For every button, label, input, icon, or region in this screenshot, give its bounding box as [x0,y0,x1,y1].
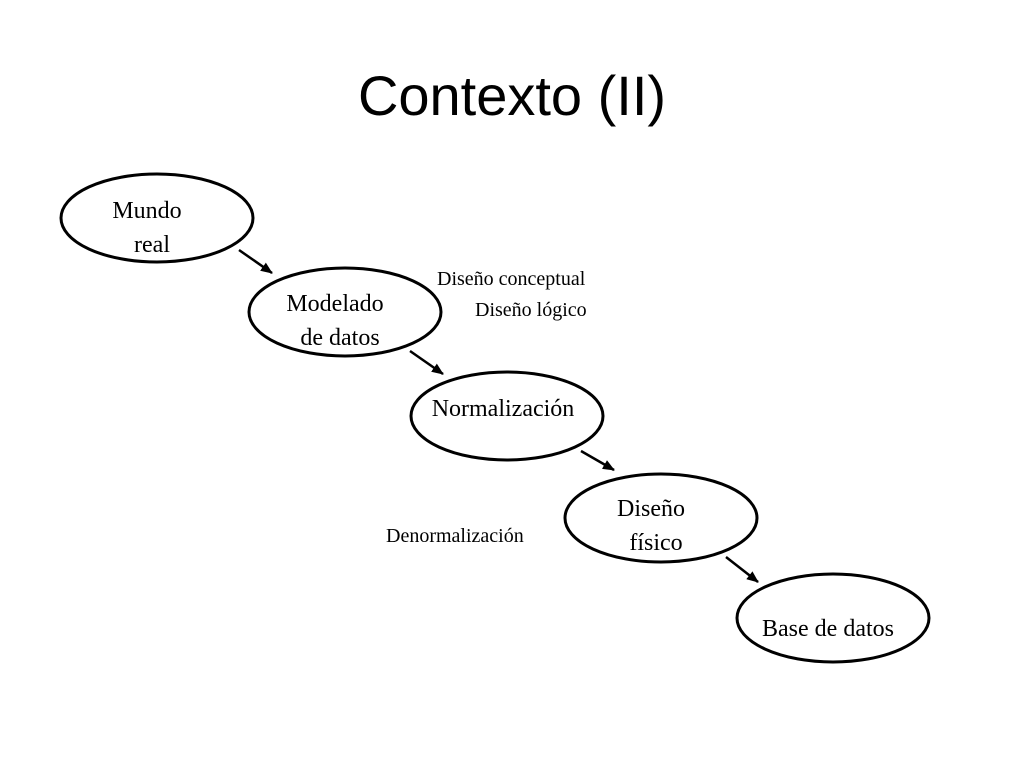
label-diseno-conceptual: Diseño conceptual [437,268,586,290]
arrow-mundo-to-modelado [238,248,273,275]
node-label-line: Modelado [286,291,383,317]
node-diseno-fisico [563,472,759,564]
label-diseno-logico: Diseño lógico [475,299,587,321]
node-label-base-de-datos: Base de datos [762,616,894,642]
node-label-line: Normalización [432,396,575,422]
node-modelado-de-datos [247,266,443,358]
node-base-de-datos [735,572,931,664]
arrow-normalizacion-to-diseno [580,449,615,472]
arrow-modelado-to-normalizacion [409,349,444,376]
node-normalizacion [409,370,605,462]
node-label-line: Base de datos [762,616,894,642]
node-label-normalizacion: Normalización [432,396,575,422]
node-label-line: Mundo [112,198,181,224]
node-label-line: real [134,232,170,258]
node-label-mundo-real: Mundo real [112,198,187,258]
slide-title: Contexto (II) [357,64,667,127]
node-mundo-real [59,172,255,264]
node-label-modelado-de-datos: Modelado de datos [286,291,389,351]
arrow-diseno-to-base [725,556,759,583]
node-label-line: Diseño [617,496,685,522]
node-label-line: de datos [300,325,379,351]
node-label-line: físico [629,530,682,556]
node-label-diseno-fisico: Diseño físico [617,496,691,556]
label-denormalizacion: Denormalización [386,525,524,547]
